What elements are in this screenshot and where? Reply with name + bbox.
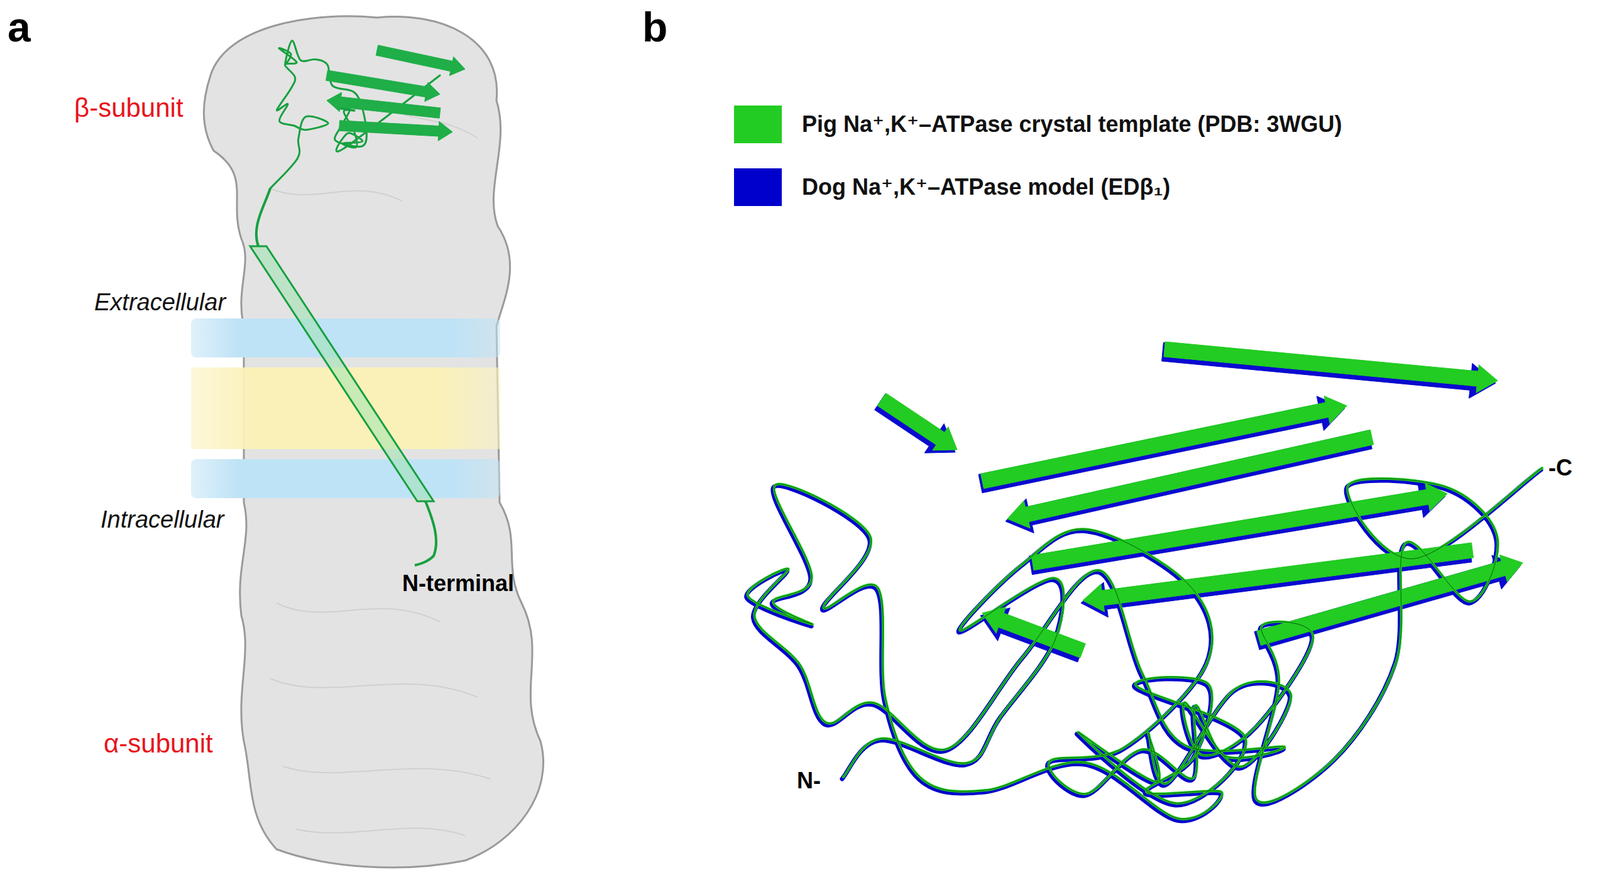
terminus-label: N-terminal — [402, 570, 515, 597]
region-label: Extracellular — [94, 289, 226, 317]
legend-swatch — [734, 105, 782, 144]
beta-strand-template — [1256, 554, 1523, 646]
beta-strand-template — [980, 396, 1347, 489]
beta-strand-template — [877, 393, 958, 451]
transmembrane-helix — [250, 246, 434, 502]
ectodomain-strand — [326, 92, 441, 119]
terminus-label: -C — [1548, 454, 1573, 481]
ectodomain-strand — [339, 120, 454, 141]
coil-template-edge — [747, 468, 1543, 820]
subunit-label: α-subunit — [103, 728, 214, 760]
ectodomain-strand — [375, 45, 466, 77]
panel-letter: a — [7, 3, 31, 52]
beta-subunit-ribbon — [270, 40, 466, 189]
membrane-outer-band — [191, 318, 501, 358]
beta-strand-template — [1163, 341, 1498, 393]
coil-model — [746, 470, 1541, 822]
coil-template — [747, 468, 1543, 820]
legend-swatch — [734, 168, 782, 207]
region-label: Intracellular — [100, 506, 224, 535]
membrane-inner-band — [191, 459, 501, 499]
terminus-label: N- — [796, 767, 821, 794]
beta-strand-template — [982, 607, 1086, 658]
subunit-label: β-subunit — [74, 93, 184, 124]
superposed-ribbon — [746, 341, 1543, 822]
panel-letter: b — [642, 3, 668, 52]
legend-text: Pig Na⁺,K⁺–ATPase crystal template (PDB:… — [801, 111, 1343, 137]
helix-linker — [256, 188, 437, 566]
legend-text: Dog Na⁺,K⁺–ATPase model (EDβ₁) — [801, 174, 1171, 200]
